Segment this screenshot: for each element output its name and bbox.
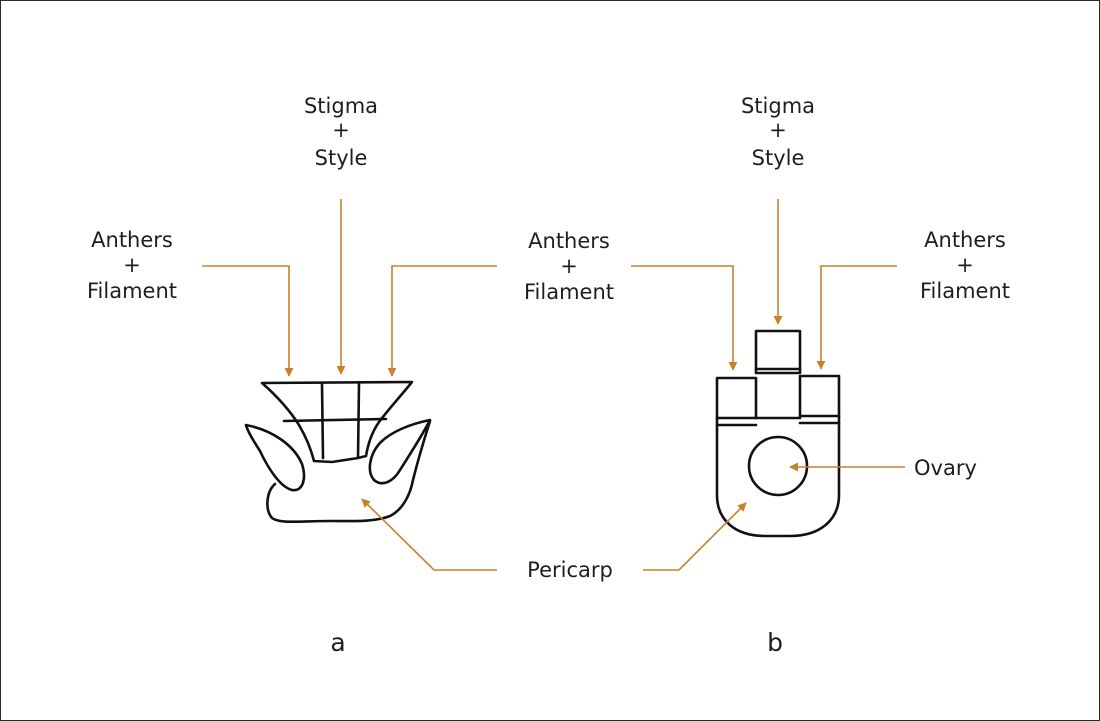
label-anthers-center-line2: +: [560, 254, 578, 278]
label-stigma-a-line2: +: [332, 118, 350, 142]
flower-b-drawing: [715, 329, 841, 538]
flower-a-pericarp-body: [266, 419, 432, 524]
label-stigma-b-line2: +: [769, 118, 787, 142]
flower-b-anther-line-left: [715, 416, 758, 427]
leader-pericarp-b: [643, 502, 747, 571]
flower-b-body: [715, 374, 841, 538]
leader-anthers-center-a: [387, 265, 497, 377]
leader-anthers-right: [816, 265, 897, 370]
panel-label-b: b: [767, 628, 783, 657]
label-anthers-center-line3: Filament: [524, 280, 614, 304]
panel-label-a: a: [330, 628, 345, 657]
leader-anthers-center-b: [631, 265, 738, 371]
flower-a-right-lobe: [368, 418, 432, 485]
label-stigma-a-line3: Style: [315, 146, 368, 170]
label-anthers-right-line2: +: [956, 253, 974, 277]
flower-b-ovary-circle: [747, 435, 809, 497]
flower-a-left-lobe: [244, 423, 306, 492]
label-stigma-a: Stigma + Style: [304, 94, 378, 170]
label-anthers-right: Anthers + Filament: [920, 228, 1010, 303]
flower-b-stigma-box: [754, 329, 802, 375]
label-stigma-a-line1: Stigma: [304, 94, 378, 118]
label-stigma-b-line1: Stigma: [741, 94, 815, 118]
flower-a-drawing: [244, 380, 432, 524]
leader-lines: [202, 199, 905, 571]
label-anthers-left: Anthers + Filament: [87, 228, 177, 303]
flower-a-cup-divider-2: [356, 382, 361, 460]
label-ovary: Ovary: [914, 456, 977, 480]
label-stigma-b: Stigma + Style: [741, 94, 815, 170]
flower-a-cup-divider-1: [320, 382, 325, 460]
label-stigma-b-line3: Style: [752, 146, 805, 170]
leader-pericarp-a: [361, 498, 497, 571]
label-anthers-center: Anthers + Filament: [524, 229, 614, 304]
label-pericarp: Pericarp: [527, 558, 613, 582]
label-anthers-left-line1: Anthers: [91, 228, 173, 252]
flower-a-cup-crossline: [282, 417, 388, 423]
label-anthers-right-line3: Filament: [920, 279, 1010, 303]
label-anthers-center-line1: Anthers: [528, 229, 610, 253]
flower-b-anther-line-right: [798, 414, 841, 425]
label-anthers-left-line3: Filament: [87, 279, 177, 303]
leader-anthers-left: [202, 265, 294, 377]
label-anthers-right-line1: Anthers: [924, 228, 1006, 252]
label-anthers-left-line2: +: [123, 253, 141, 277]
